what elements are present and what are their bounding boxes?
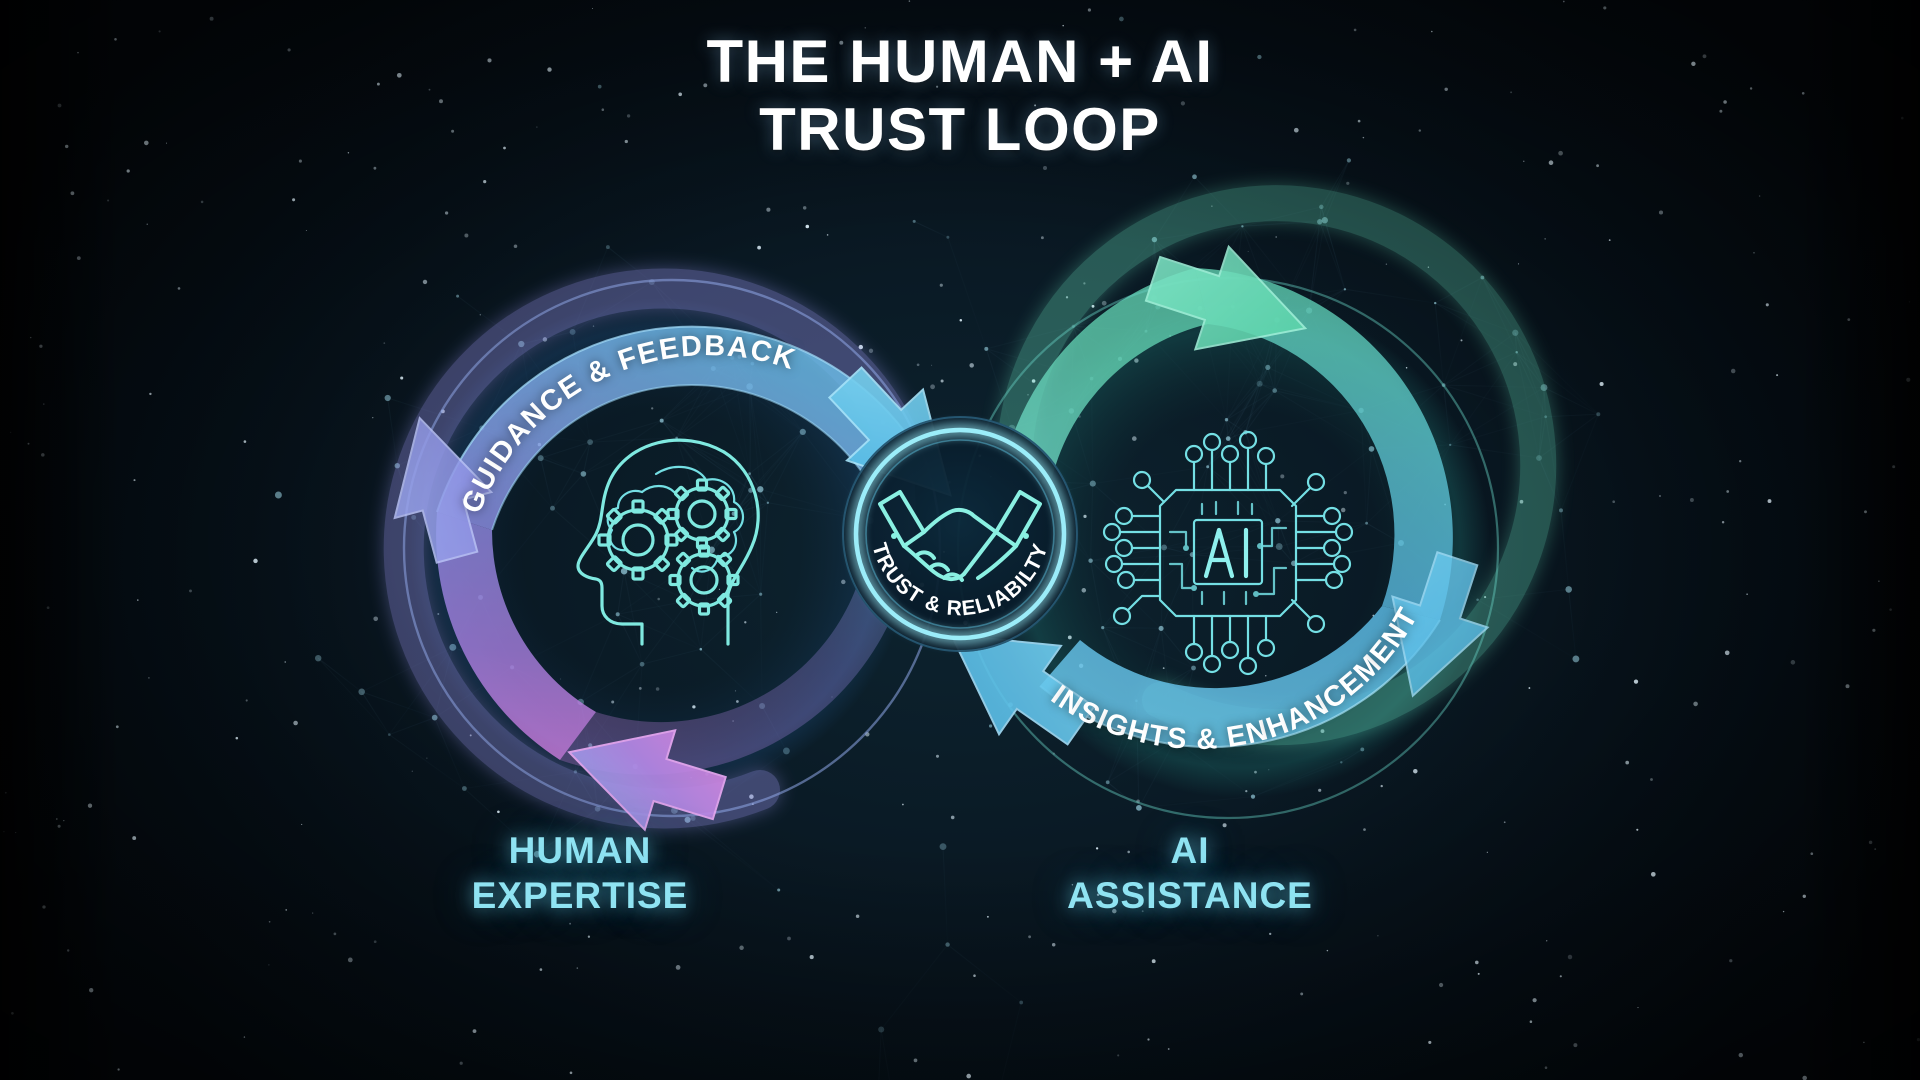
human-label-line-2: EXPERTISE bbox=[471, 875, 689, 917]
title-line-1: THE HUMAN + AI bbox=[706, 28, 1214, 95]
ai-label-line-1: AI bbox=[1170, 830, 1210, 871]
node-label-ai: AI ASSISTANCE bbox=[1000, 828, 1380, 918]
page-title: THE HUMAN + AI TRUST LOOP bbox=[0, 28, 1920, 165]
trust-hub: TRUST & RELIABILTY bbox=[842, 416, 1078, 652]
node-label-human: HUMAN EXPERTISE bbox=[390, 828, 770, 918]
human-label-line-1: HUMAN bbox=[508, 830, 652, 871]
head-with-gears-icon bbox=[576, 438, 760, 646]
title-line-2: TRUST LOOP bbox=[759, 96, 1161, 164]
ai-label-line-2: ASSISTANCE bbox=[1067, 875, 1313, 917]
ai-chip-icon bbox=[1102, 430, 1354, 676]
